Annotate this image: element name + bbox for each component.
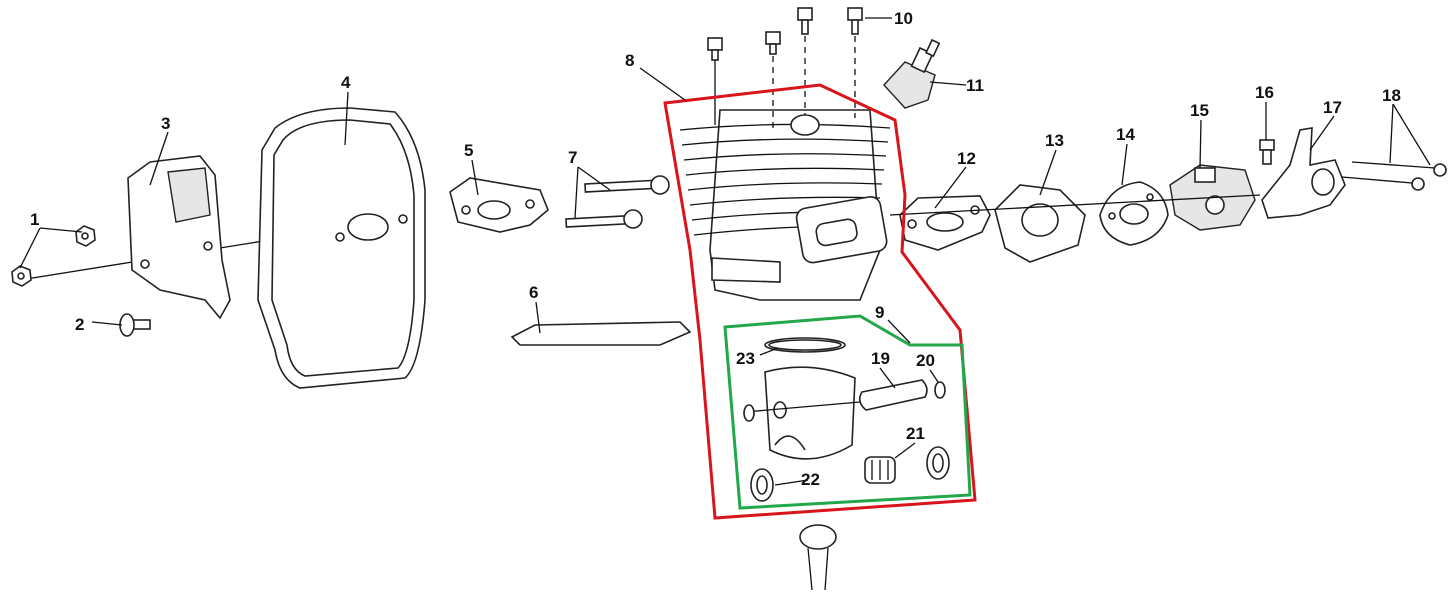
callout-16: 16 xyxy=(1255,83,1274,102)
part-16-screw[interactable] xyxy=(1259,139,1275,165)
part-23-piston-rings[interactable] xyxy=(764,337,846,353)
callout-4: 4 xyxy=(341,73,351,92)
part-3-baffle[interactable] xyxy=(127,155,231,320)
part-1-nuts[interactable] xyxy=(11,225,96,287)
callout-6: 6 xyxy=(529,283,538,302)
callout-8: 8 xyxy=(625,51,634,70)
part-piston[interactable] xyxy=(744,366,861,460)
part-4-muffler[interactable] xyxy=(257,107,426,389)
callout-18: 18 xyxy=(1382,86,1401,105)
part-6-gasket[interactable] xyxy=(510,321,692,346)
callout-3: 3 xyxy=(161,114,170,133)
cylinder-assembly-outline xyxy=(663,83,977,520)
callout-1: 1 xyxy=(30,210,39,229)
part-18-bolts[interactable] xyxy=(1341,161,1447,191)
callout-7: 7 xyxy=(568,148,577,167)
leader-lines xyxy=(19,17,1431,486)
connecting-rod[interactable] xyxy=(799,524,837,591)
part-17-air-elbow[interactable] xyxy=(1261,127,1346,219)
callout-5: 5 xyxy=(464,141,473,160)
part-14-gasket[interactable] xyxy=(1099,181,1169,246)
callout-20: 20 xyxy=(916,351,935,370)
part-5-gasket[interactable] xyxy=(449,177,549,233)
part-22-seals[interactable] xyxy=(750,446,950,502)
part-2-screw[interactable] xyxy=(119,313,151,337)
part-21-needle-bearing[interactable] xyxy=(864,456,896,484)
callout-13: 13 xyxy=(1045,131,1064,150)
part-11-spark-plug[interactable] xyxy=(883,38,941,109)
part-7-bolts[interactable] xyxy=(565,175,670,229)
callout-9: 9 xyxy=(875,303,884,322)
part-12-gasket[interactable] xyxy=(899,195,991,251)
piston-kit-outline xyxy=(723,314,972,510)
callout-21: 21 xyxy=(906,424,925,443)
callout-23: 23 xyxy=(736,349,755,368)
part-13-intake-manifold[interactable] xyxy=(994,184,1086,263)
callout-10: 10 xyxy=(894,9,913,28)
callout-17: 17 xyxy=(1323,98,1342,117)
part-20-circlips[interactable] xyxy=(743,381,946,422)
intake-axis-line xyxy=(889,194,1261,216)
callout-11: 11 xyxy=(966,76,984,95)
callout-22: 22 xyxy=(801,470,820,489)
part-10-bolts[interactable] xyxy=(707,7,863,130)
callout-12: 12 xyxy=(957,149,976,168)
callout-2: 2 xyxy=(75,315,84,334)
callout-14: 14 xyxy=(1116,125,1135,144)
callout-19: 19 xyxy=(871,349,890,368)
part-8-cylinder[interactable] xyxy=(679,109,891,301)
callout-15: 15 xyxy=(1190,101,1209,120)
part-19-piston-pin[interactable] xyxy=(858,379,928,411)
